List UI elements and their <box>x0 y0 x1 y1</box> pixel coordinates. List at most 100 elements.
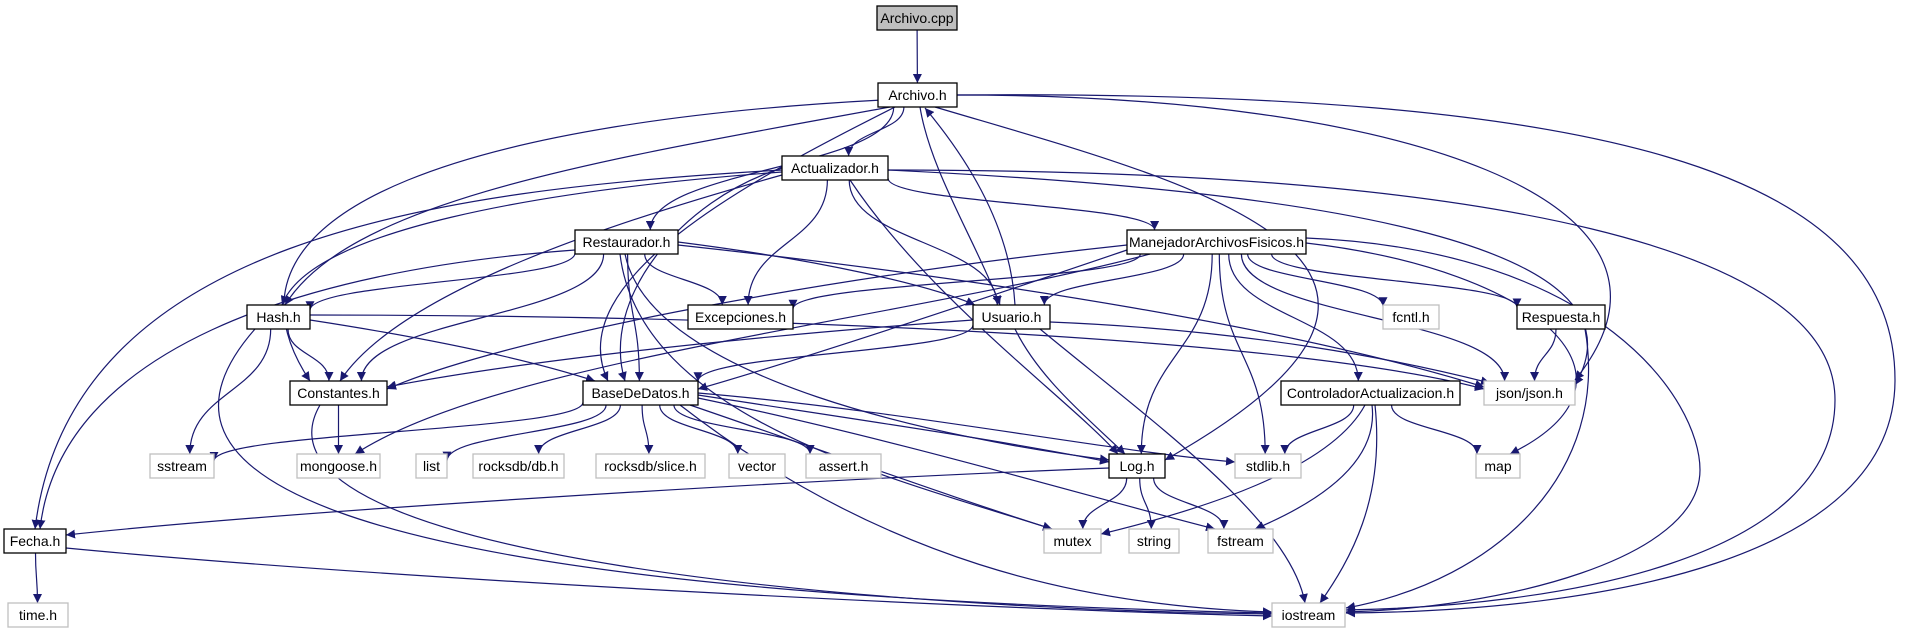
node-box <box>1516 304 1606 330</box>
node-label: Excepciones.h <box>695 309 786 325</box>
edge-restaurador_h-to-log_h <box>624 253 1110 464</box>
node-label: rocksdb/slice.h <box>604 458 697 474</box>
edge-line <box>1153 477 1229 530</box>
node-label: sstream <box>157 458 207 474</box>
edge-actualizador_h-to-log_h <box>849 179 1119 455</box>
node-box <box>595 453 706 479</box>
node-box <box>472 453 565 479</box>
edge-line <box>641 404 654 455</box>
node-fstream: fstream <box>1207 528 1274 554</box>
edge-hash_h-to-basededatos_h <box>309 319 596 383</box>
edge-manejador_h-to-controlador_h <box>1228 253 1363 382</box>
edge-line <box>185 328 272 455</box>
node-fcntl-h: fcntl.h <box>1382 304 1440 330</box>
edge-line <box>31 169 783 530</box>
edge-line <box>36 249 576 530</box>
node-excepciones-h[interactable]: Excepciones.h <box>687 304 794 330</box>
edge-line <box>442 404 607 461</box>
edge-basededatos_h-to-vector <box>659 404 743 455</box>
node-actualizador-h[interactable]: Actualizador.h <box>781 155 889 181</box>
edge-line <box>1254 404 1374 530</box>
node-iostream: iostream <box>1271 602 1346 628</box>
edge-line <box>679 404 1273 617</box>
edge-line <box>887 178 1160 231</box>
edge-basededatos_h-to-log_h <box>697 394 1110 465</box>
node-label: vector <box>738 458 776 474</box>
node-basededatos-h[interactable]: BaseDeDatos.h <box>582 380 699 406</box>
node-box <box>781 155 889 181</box>
node-restaurador-h[interactable]: Restaurador.h <box>574 229 679 255</box>
edge-manejador_h-to-fcntl_h <box>1247 253 1388 307</box>
node-box <box>1234 453 1302 479</box>
node-controlador-h[interactable]: ControladorActualizacion.h <box>1280 380 1461 406</box>
edge-line <box>209 401 584 462</box>
node-constantes-h[interactable]: Constantes.h <box>289 380 388 406</box>
edge-line <box>1078 477 1128 530</box>
edge-actualizador_h-to-fecha_h <box>31 169 783 530</box>
edge-controlador_h-to-mutex <box>1100 404 1366 537</box>
node-label: Hash.h <box>256 309 300 325</box>
edge-line <box>844 106 905 157</box>
node-fecha-h[interactable]: Fecha.h <box>3 528 67 554</box>
node-hash-h[interactable]: Hash.h <box>246 304 311 330</box>
node-log-h[interactable]: Log.h <box>1108 453 1166 479</box>
edge-line <box>1345 328 1590 611</box>
node-label: Archivo.h <box>888 87 946 103</box>
edge-manejador_h-to-usuario_h <box>1039 253 1185 306</box>
edge-line <box>1305 242 1577 455</box>
node-box <box>1108 453 1166 479</box>
node-archivo-cpp[interactable]: Archivo.cpp <box>876 5 958 31</box>
node-box <box>1382 304 1440 330</box>
edge-manejador_h-to-mongoose_h <box>354 253 1151 455</box>
edge-line <box>339 174 783 382</box>
edge-line <box>1228 253 1363 382</box>
node-label: Usuario.h <box>982 309 1042 325</box>
node-box <box>1207 528 1274 554</box>
node-stdlib-h: stdlib.h <box>1234 453 1302 479</box>
edge-actualizador_h-to-manejador_h <box>887 178 1160 231</box>
node-json-h: json/json.h <box>1483 380 1576 406</box>
edge-archivo_h-to-restaurador_h <box>645 106 895 231</box>
edge-archivo_h-to-json_h <box>956 94 1611 381</box>
node-label: Respuesta.h <box>1522 309 1601 325</box>
edge-line <box>1319 404 1378 604</box>
edge-line <box>848 179 1002 306</box>
node-label: ManejadorArchivosFisicos.h <box>1129 234 1304 250</box>
edge-usuario_h-to-iostream <box>1039 328 1308 604</box>
node-box <box>1126 229 1307 255</box>
edge-line <box>280 171 783 306</box>
edge-line <box>849 179 1119 455</box>
edge-usuario_h-to-log_h <box>1014 328 1126 455</box>
node-usuario-h[interactable]: Usuario.h <box>972 304 1051 330</box>
node-label: Log.h <box>1119 458 1154 474</box>
edge-restaurador_h-to-hash_h <box>305 252 576 311</box>
edge-controlador_h-to-fstream <box>1254 404 1374 530</box>
edge-line <box>1218 253 1270 455</box>
edge-hash_h-to-sstream <box>185 328 272 455</box>
edge-line <box>697 394 1110 465</box>
node-label: fstream <box>1217 533 1264 549</box>
edge-actualizador_h-to-hash_h <box>280 171 783 306</box>
node-box <box>972 304 1051 330</box>
edge-line <box>693 324 974 382</box>
edge-line <box>1390 404 1482 455</box>
edge-log_h-to-mutex <box>1078 477 1128 530</box>
edge-line <box>743 179 828 306</box>
node-respuesta-h[interactable]: Respuesta.h <box>1516 304 1606 330</box>
node-mutex: mutex <box>1043 528 1102 554</box>
edge-basededatos_h-to-assert_h <box>673 404 815 455</box>
edge-usuario_h-to-basededatos_h <box>693 324 974 382</box>
edge-fecha_h-to-iostream <box>65 547 1273 621</box>
node-list: list <box>415 453 448 479</box>
edge-restaurador_h-to-mutex <box>619 253 1053 531</box>
node-archivo-h[interactable]: Archivo.h <box>877 82 958 108</box>
edge-basededatos_h-to-iostream <box>679 404 1273 617</box>
node-box <box>246 304 311 330</box>
edge-manejador_h-to-json_h <box>1240 253 1510 382</box>
edge-actualizador_h-to-basededatos_h <box>618 167 783 382</box>
edge-line <box>386 319 974 390</box>
node-rocksdb-db-h: rocksdb/db.h <box>472 453 565 479</box>
node-manejador-h[interactable]: ManejadorArchivosFisicos.h <box>1126 229 1307 255</box>
edge-archivo_h-to-actualizador_h <box>844 106 905 157</box>
edge-actualizador_h-to-excepciones_h <box>743 179 828 306</box>
